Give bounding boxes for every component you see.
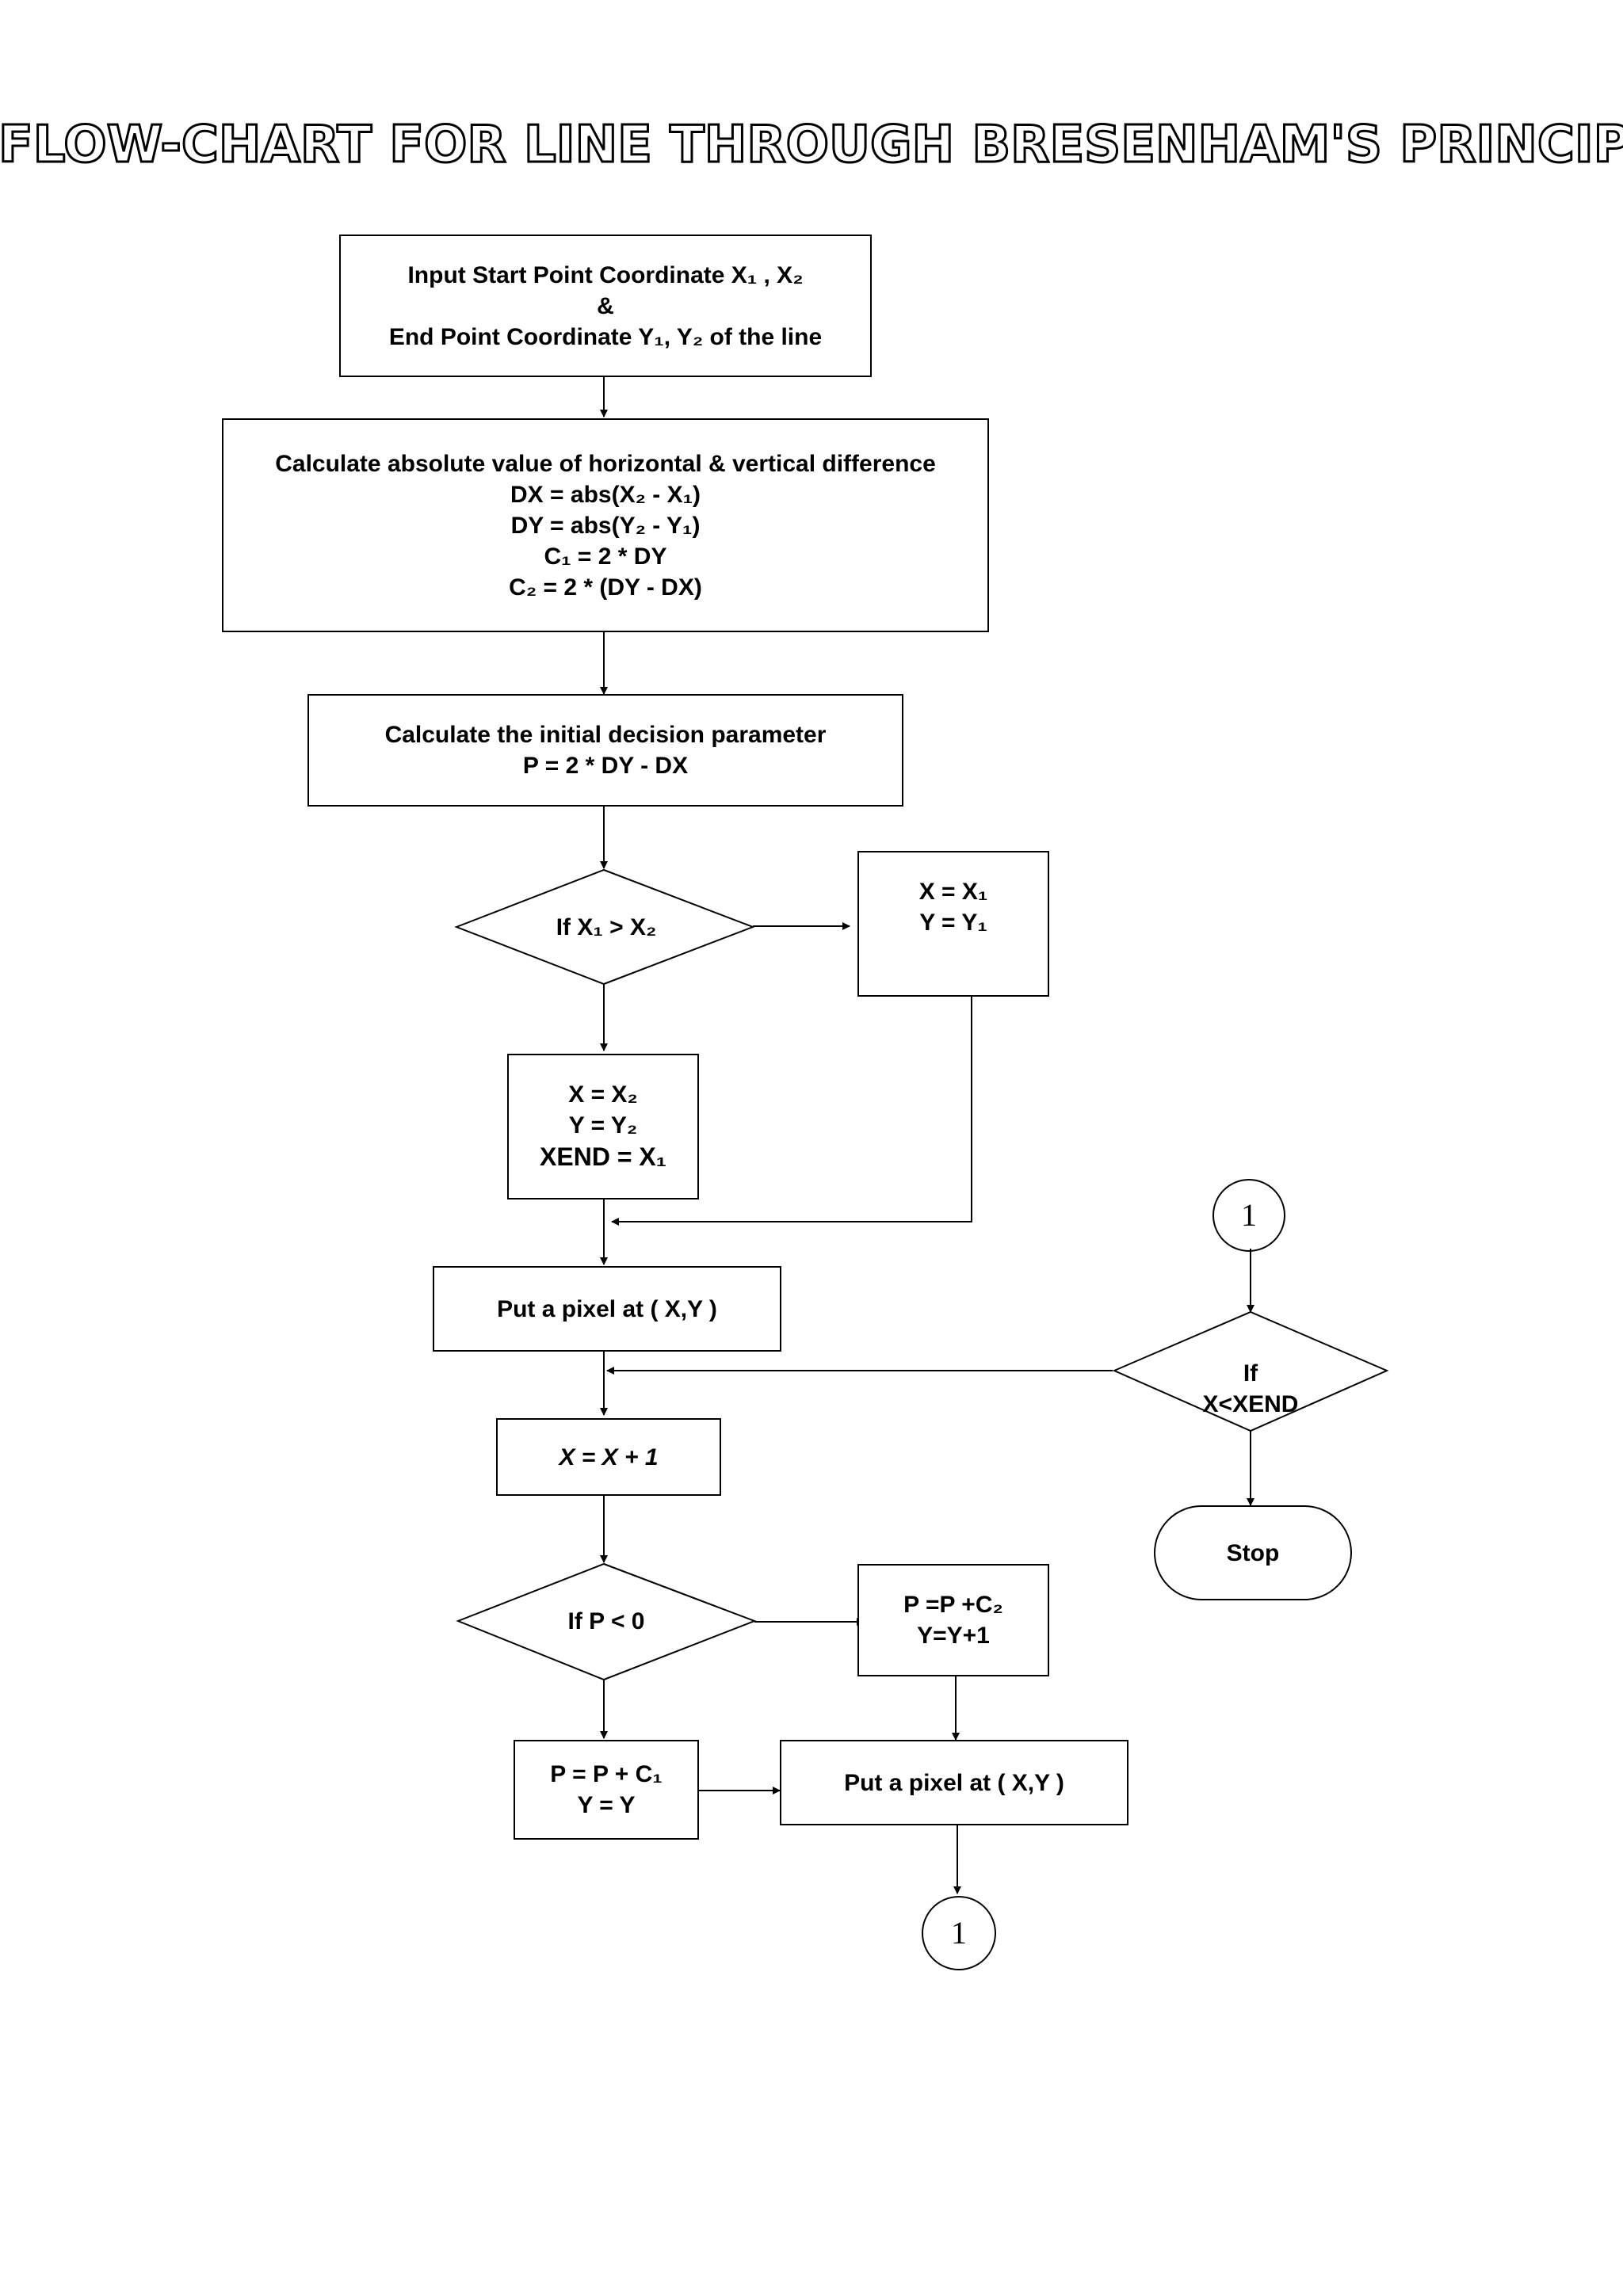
decision-xend-label: If X<XEND	[1171, 1356, 1330, 1421]
connector-bottom-label: 1	[951, 1915, 967, 1951]
decision-x-label: If X₁ > X₂	[556, 913, 657, 940]
assign-x2-line-2: Y = Y₂	[568, 1112, 638, 1139]
assign-x1-line-1: X = X₁	[918, 879, 988, 905]
calc-abs-line-1: Calculate absolute value of horizontal &…	[275, 450, 936, 477]
update-c1-line-1: P = P + C₁	[550, 1761, 663, 1787]
decision-diamond-xend	[1112, 1310, 1389, 1432]
calc-abs-line-2: DX = abs(X₂ - X₁)	[510, 481, 701, 508]
put-pixel-box-1: Put a pixel at ( X,Y )	[433, 1266, 781, 1352]
update-c1-line-2: Y = Y	[577, 1792, 636, 1818]
decision-xend-line-1: If	[1243, 1360, 1258, 1386]
input-line-3: End Point Coordinate Y₁, Y₂ of the line	[388, 323, 823, 350]
page-title: FLOW-CHART FOR LINE THROUGH BRESENHAM'S …	[0, 115, 1623, 176]
stop-terminal: Stop	[1154, 1505, 1352, 1600]
assign-x2-line-3: XEND = X₁	[540, 1142, 666, 1172]
update-c2-line-1: P =P +C₂	[903, 1592, 1003, 1618]
input-line-2: &	[597, 292, 614, 319]
calc-p-line-1: Calculate the initial decision parameter	[384, 722, 827, 748]
calc-abs-box: Calculate absolute value of horizontal &…	[222, 418, 989, 632]
put-pixel-box-2: Put a pixel at ( X,Y )	[780, 1740, 1128, 1825]
calc-abs-line-4: C₁ = 2 * DY	[544, 543, 667, 570]
decision-xend-line-2: X<XEND	[1202, 1391, 1299, 1417]
calc-initial-p-box: Calculate the initial decision parameter…	[307, 694, 903, 807]
decision-diamond-p	[456, 1562, 757, 1681]
connector-circle-top	[1212, 1179, 1285, 1252]
input-box: Input Start Point Coordinate X₁ , X₂ & E…	[339, 235, 872, 377]
calc-abs-line-3: DY = abs(Y₂ - Y₁)	[510, 512, 701, 539]
line-x1-box-to-merge	[612, 995, 972, 1222]
decision-diamond-x	[454, 868, 755, 986]
assign-x1-line-2: Y = Y₁	[919, 910, 987, 936]
assign-x1-box: X = X₁ Y = Y₁	[857, 851, 1049, 997]
connector-circle-bottom	[922, 1896, 996, 1970]
update-c2-line-2: Y=Y+1	[917, 1623, 990, 1649]
increment-x-box: X = X + 1	[496, 1418, 721, 1496]
connector-top-label: 1	[1241, 1197, 1257, 1233]
assign-x2-line-1: X = X₂	[568, 1081, 638, 1108]
calc-p-line-2: P = 2 * DY - DX	[522, 753, 689, 779]
input-line-1: Input Start Point Coordinate X₁ , X₂	[407, 261, 804, 288]
calc-abs-line-5: C₂ = 2 * (DY - DX)	[509, 574, 702, 601]
assign-x2-box: X = X₂ Y = Y₂ XEND = X₁	[507, 1054, 699, 1199]
decision-p-label: If P < 0	[567, 1608, 645, 1634]
update-p-c2-box: P =P +C₂ Y=Y+1	[857, 1564, 1049, 1676]
update-p-c1-box: P = P + C₁ Y = Y	[514, 1740, 699, 1840]
